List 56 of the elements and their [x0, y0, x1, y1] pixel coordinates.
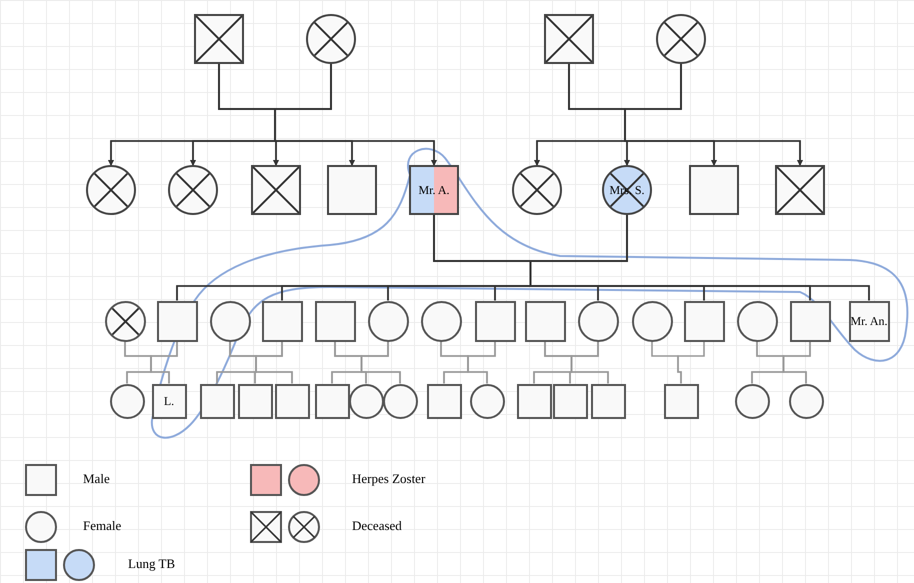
- deceased-female-circle: [168, 165, 218, 215]
- male-square: [262, 300, 302, 342]
- male-square: [664, 384, 698, 418]
- female-circle: [736, 300, 778, 342]
- male-square: [314, 300, 356, 342]
- male-square: [426, 384, 462, 418]
- legend-label: Lung TB: [128, 556, 176, 572]
- male-square: [274, 384, 310, 418]
- deceased-female-circle: [512, 165, 562, 215]
- descent-line: [624, 64, 803, 166]
- legend-label: Herpes Zoster: [352, 471, 426, 487]
- female-circle: [788, 384, 824, 418]
- female-circle: [470, 384, 504, 418]
- male-square: [238, 384, 272, 418]
- male-square: Mr. A.: [409, 165, 459, 215]
- descent-line: [467, 342, 496, 384]
- legend-label: Female: [83, 518, 122, 534]
- male-square: [474, 300, 516, 342]
- descent-line: [274, 64, 437, 166]
- deceased-male-square: [544, 14, 594, 64]
- male-square: L.: [152, 384, 186, 418]
- male-square: [516, 384, 552, 418]
- female-circle: [578, 300, 618, 342]
- deceased-male-square: [194, 14, 244, 64]
- descent-line: [570, 342, 609, 384]
- legend-label: Deceased: [352, 518, 402, 534]
- female-circle: [382, 384, 418, 418]
- male-square: [524, 300, 566, 342]
- descent-line: [677, 342, 705, 384]
- male-square: [552, 384, 588, 418]
- deceased-female-circle: [306, 14, 356, 64]
- female-circle: [632, 300, 672, 342]
- female-circle: [420, 300, 462, 342]
- male-square: [314, 384, 350, 418]
- male-square: [790, 300, 830, 342]
- descent-line: [782, 342, 811, 384]
- descent-line: [360, 342, 401, 384]
- descent-line: [255, 342, 293, 384]
- female-circle: [734, 384, 770, 418]
- male-square: [156, 300, 198, 342]
- male-square: [689, 165, 739, 215]
- male-square: [327, 165, 377, 215]
- female-circle: [210, 300, 250, 342]
- deceased-female-circle: [86, 165, 136, 215]
- deceased-female-circle: [656, 14, 706, 64]
- deceased-female-circle: [104, 300, 146, 342]
- male-square: [684, 300, 724, 342]
- male-square: [590, 384, 626, 418]
- descent-line: [150, 342, 178, 384]
- deceased-male-square: [775, 165, 825, 215]
- male-square: [200, 384, 234, 418]
- female-circle: [110, 384, 144, 418]
- female-circle: [348, 384, 384, 418]
- deceased-male-square: [251, 165, 301, 215]
- legend-label: Male: [83, 471, 110, 487]
- female-circle: [368, 300, 408, 342]
